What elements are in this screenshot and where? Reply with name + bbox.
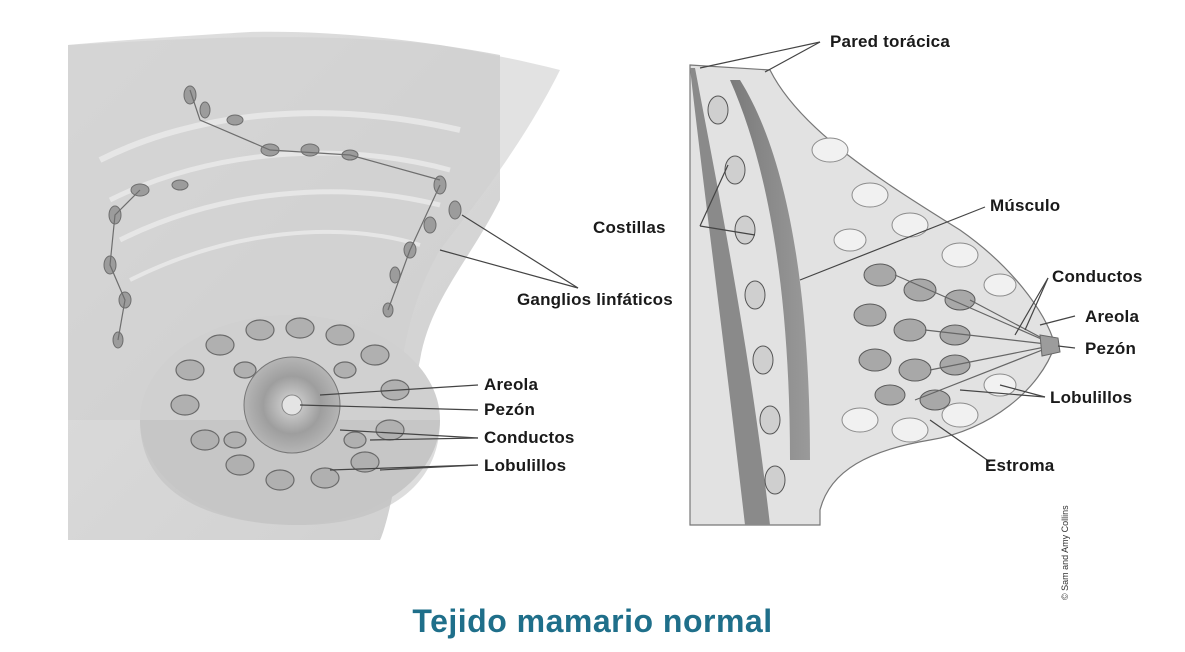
- label-areola-front: Areola: [484, 376, 538, 393]
- label-areola-side: Areola: [1085, 308, 1139, 325]
- label-pezon-side: Pezón: [1085, 340, 1136, 357]
- figure-title: Tejido mamario normal: [0, 603, 1185, 640]
- label-pezon-front: Pezón: [484, 401, 535, 418]
- label-conductos-side: Conductos: [1052, 268, 1143, 285]
- front-view-drawing: [1, 32, 560, 540]
- label-estroma: Estroma: [985, 457, 1054, 474]
- label-lobulillos-front: Lobulillos: [484, 457, 566, 474]
- label-conductos-front: Conductos: [484, 429, 575, 446]
- label-pared-toracica: Pared torácica: [830, 33, 950, 50]
- label-ganglios-linfaticos: Ganglios linfáticos: [517, 291, 673, 308]
- illustration-credit: © Sam and Amy Collins: [1060, 505, 1070, 600]
- label-costillas: Costillas: [593, 219, 666, 236]
- label-lobulillos-side: Lobulillos: [1050, 389, 1132, 406]
- label-musculo: Músculo: [990, 197, 1060, 214]
